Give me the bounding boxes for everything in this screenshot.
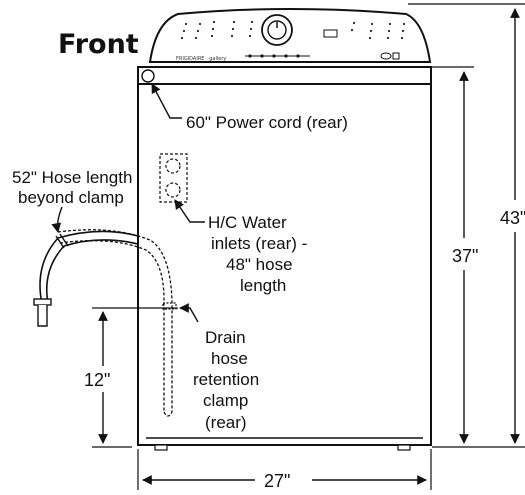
diagram-title: Front [58, 29, 139, 60]
washer-cabinet [137, 83, 432, 451]
drain-clamp-label: Drain hose retention clamp (rear) [193, 328, 264, 432]
clamp-height-dimension: 12" [84, 307, 178, 448]
washer-console: FRIGIDAIRE · gallery [148, 8, 432, 63]
cold-inlet-icon [165, 182, 181, 198]
total-height-dimension: 43" [408, 3, 525, 448]
total-height-value: 43" [500, 208, 525, 228]
retention-clamp-icon [162, 302, 177, 310]
power-cord-label: 60" Power cord (rear) [186, 113, 348, 132]
width-value: 27" [264, 471, 290, 491]
clamp-height-value: 12" [84, 370, 110, 390]
right-foot [397, 444, 411, 451]
power-cord-icon [141, 69, 155, 83]
display-window [323, 29, 338, 38]
cabinet-height-dimension: 37" [432, 66, 478, 448]
hot-inlet-icon [165, 158, 181, 174]
hose-length-label: 52" Hose length beyond clamp [12, 168, 137, 207]
water-inlets-label: H/C Water inlets (rear) - 48" hose lengt… [208, 213, 312, 295]
cabinet-height-value: 37" [452, 246, 478, 266]
brand-label: FRIGIDAIRE · gallery [176, 56, 226, 62]
drain-hose [33, 229, 177, 417]
water-inlets [159, 153, 205, 223]
left-foot [154, 444, 168, 451]
width-dimension: 27" [137, 449, 432, 491]
power-cord-callout: 60" Power cord (rear) [151, 83, 348, 132]
